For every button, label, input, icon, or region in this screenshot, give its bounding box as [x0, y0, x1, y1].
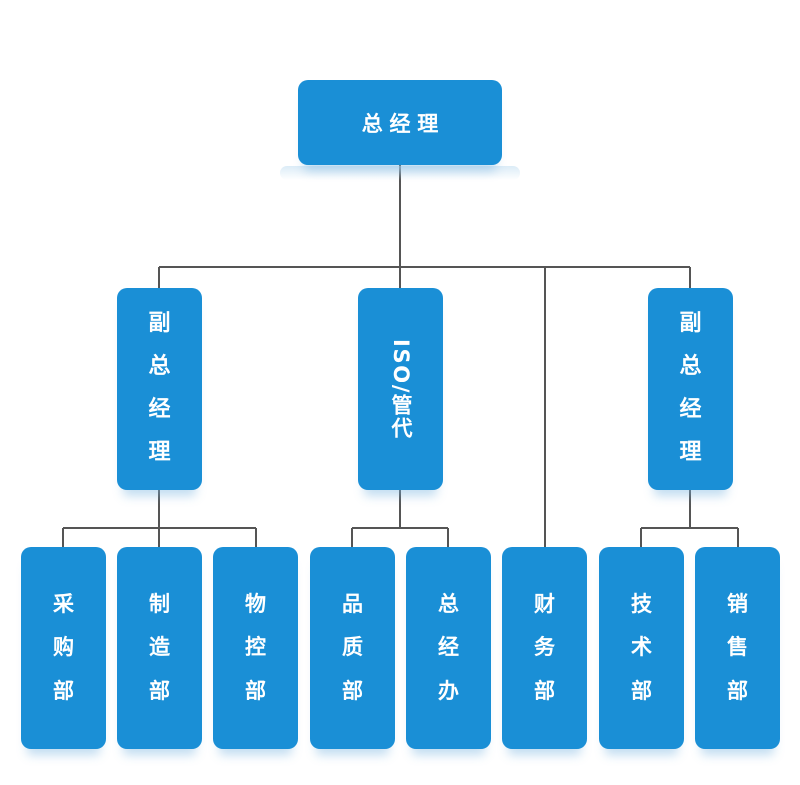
node-quality-dept: 品质部	[310, 547, 395, 749]
root-node-shadow	[280, 166, 520, 180]
node-quality-dept-label: 品质部	[342, 592, 363, 703]
node-material-control-dept: 物控部	[213, 547, 298, 749]
node-purchasing-dept: 采购部	[21, 547, 106, 749]
node-iso-management-representative-label: ISO/管代	[389, 338, 413, 440]
node-vice-general-manager-2: 副总经理	[648, 288, 733, 490]
node-vice-general-manager-2-label: 副总经理	[679, 311, 702, 465]
node-general-manager-label: 总经理	[361, 111, 445, 136]
node-general-manager: 总经理	[298, 80, 502, 165]
node-gm-office-label: 总经办	[438, 592, 459, 703]
node-manufacturing-dept: 制造部	[117, 547, 202, 749]
node-vice-general-manager-1-label: 副总经理	[148, 311, 171, 465]
node-material-control-dept-label: 物控部	[245, 592, 266, 703]
node-finance-dept-label: 财务部	[534, 592, 555, 703]
node-vice-general-manager-1: 副总经理	[117, 288, 202, 490]
node-sales-dept: 销售部	[695, 547, 780, 749]
node-iso-management-representative: ISO/管代	[358, 288, 443, 490]
node-manufacturing-dept-label: 制造部	[149, 592, 170, 703]
node-technology-dept: 技术部	[599, 547, 684, 749]
node-sales-dept-label: 销售部	[727, 592, 748, 703]
node-gm-office: 总经办	[406, 547, 491, 749]
node-finance-dept: 财务部	[502, 547, 587, 749]
node-purchasing-dept-label: 采购部	[53, 592, 74, 703]
node-technology-dept-label: 技术部	[631, 592, 652, 703]
